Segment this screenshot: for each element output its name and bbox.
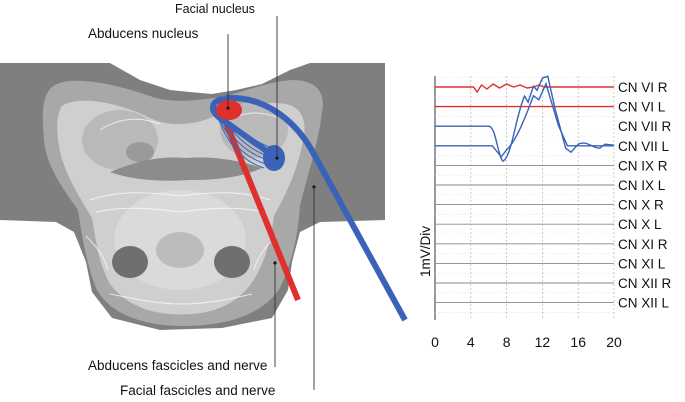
leader-lines [227, 16, 315, 390]
scale-label: 1mV/Div [418, 226, 433, 277]
channel-label: CN VI R [618, 80, 668, 95]
trace-cn-vii-r [435, 75, 615, 163]
channel-label: CN VI L [618, 100, 666, 115]
left-olive [112, 246, 148, 278]
channel-label: CN VII R [618, 119, 672, 134]
abducens-fascicles-label: Abducens fascicles and nerve [88, 358, 267, 373]
channel-label: CN VII L [618, 139, 670, 154]
tissue-texture [85, 112, 279, 305]
x-tick-label: 0 [431, 334, 439, 350]
channel-label: CN XII R [618, 276, 672, 291]
trace-cn-vii-l [435, 81, 614, 158]
channel-label: CN XI R [618, 237, 668, 252]
channel-label: CN IX L [618, 178, 666, 193]
trace-cn-vi-r [435, 83, 614, 94]
facial-nucleus [263, 145, 285, 171]
abducens-fascicles [217, 106, 301, 302]
channel-traces [435, 75, 615, 304]
x-tick-label: 16 [570, 334, 586, 350]
x-tick-label: 20 [606, 334, 622, 350]
brainstem-illustration: Facial nucleus Abducens nucleus Abducens… [0, 2, 408, 398]
channel-label: CN X R [618, 198, 664, 213]
left-lobe-inner [126, 142, 154, 162]
right-olive [214, 246, 250, 278]
emg-panel: CN VI R CN VI L CN VII R CN VII L CN IX R CN … [418, 75, 672, 350]
channel-label: CN XI L [618, 256, 666, 271]
center-structure [156, 232, 204, 268]
x-tick-label: 4 [467, 334, 475, 350]
channel-label: CN X L [618, 217, 662, 232]
abducens-nucleus-label: Abducens nucleus [88, 26, 199, 41]
facial-nerve-trunk [225, 94, 408, 322]
facial-nucleus-label: Facial nucleus [175, 2, 255, 16]
abducens-nucleus [216, 100, 242, 120]
x-axis-ticks: 0 4 8 12 16 20 [431, 334, 622, 350]
x-tick-label: 8 [503, 334, 511, 350]
channel-labels: CN VI R CN VI L CN VII R CN VII L CN IX R CN … [618, 80, 672, 311]
channel-label: CN IX R [618, 158, 668, 173]
x-tick-label: 12 [535, 334, 551, 350]
gridlines [435, 76, 615, 320]
facial-fascicles-label: Facial fascicles and nerve [120, 383, 275, 398]
channel-label: CN XII L [618, 296, 670, 311]
fourth-ventricle [110, 157, 262, 181]
